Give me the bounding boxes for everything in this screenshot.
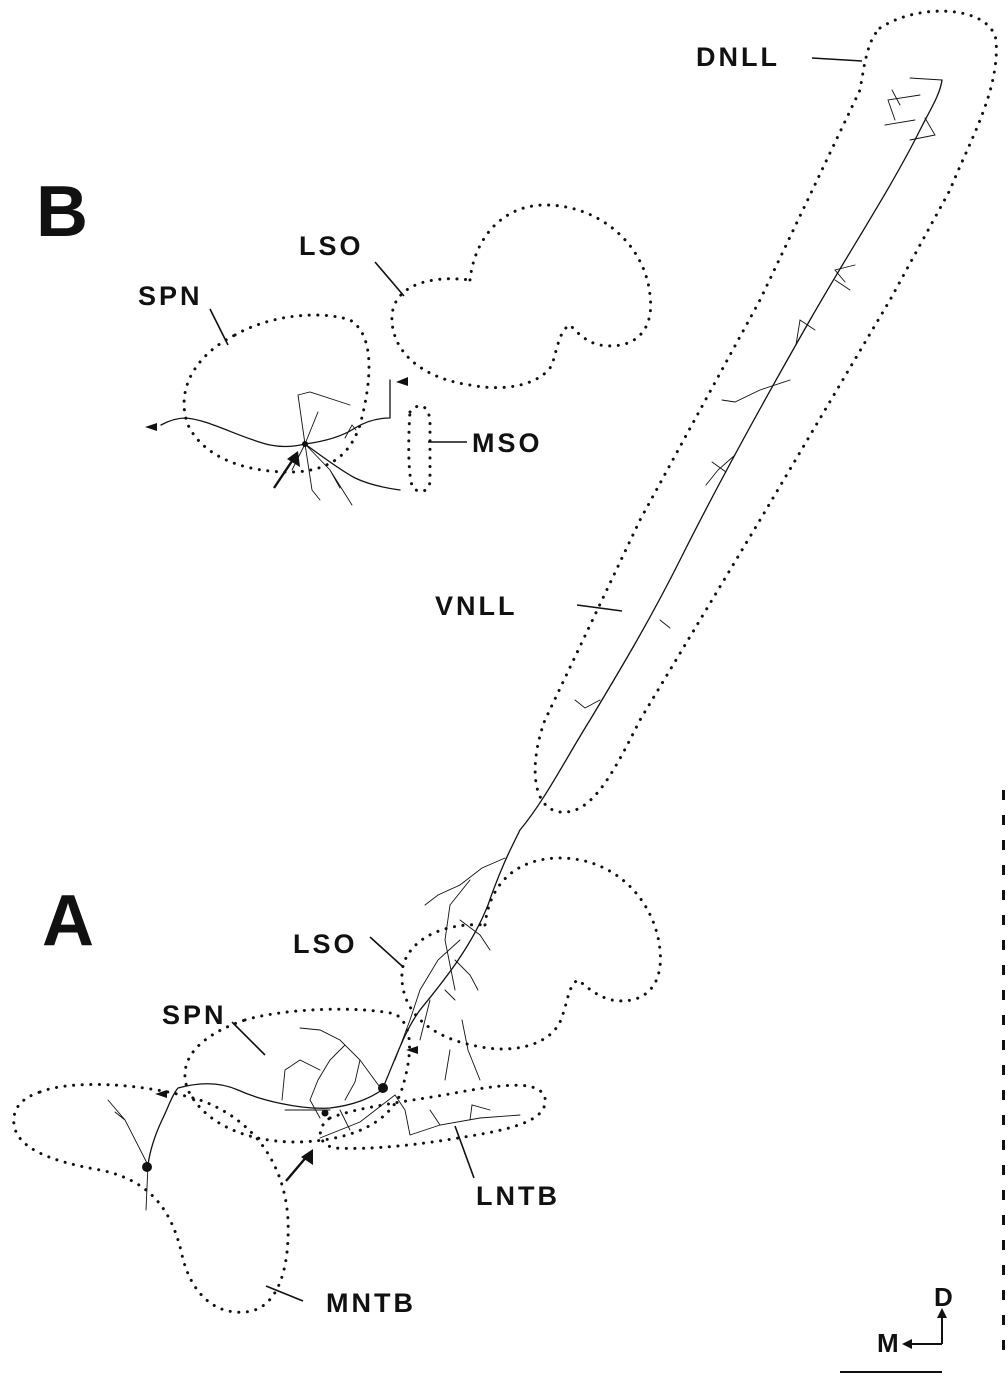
arrowhead-marker-a-left	[155, 1090, 167, 1098]
dnll-leader	[812, 58, 862, 61]
arrowhead-marker-b-left	[145, 423, 157, 431]
spn-a-leader	[232, 1022, 265, 1055]
lso-a-leader	[370, 937, 402, 966]
spn-b-leader	[210, 309, 228, 345]
label-mso: MSO	[472, 428, 543, 458]
cropped-caption-edge	[1002, 790, 1005, 1350]
panel-label-b: B	[36, 172, 88, 252]
neuron-b-tracing	[161, 380, 400, 505]
label-spn-a: SPN	[162, 1000, 227, 1030]
label-mntb: MNTB	[326, 1288, 416, 1318]
label-spn-b: SPN	[138, 281, 203, 311]
lso-b-leader	[375, 262, 404, 296]
label-lso-a: LSO	[293, 929, 358, 959]
arrowhead-marker-a-mid	[406, 1046, 418, 1054]
spn-b-outline	[184, 315, 369, 472]
arrowhead-marker-b-right	[396, 377, 408, 386]
lso-a-outline	[402, 858, 661, 1049]
panel-label-a: A	[42, 881, 94, 961]
pointer-arrow-a	[286, 1149, 313, 1181]
label-medial: M	[877, 1328, 899, 1358]
orientation-indicator: D M	[877, 1282, 953, 1358]
mntb-leader	[266, 1286, 303, 1301]
lso-b-outline	[392, 205, 651, 388]
label-lso-b: LSO	[299, 231, 364, 261]
lntb-outline	[320, 1085, 545, 1148]
label-lntb: LNTB	[476, 1181, 560, 1211]
label-vnll: VNLL	[435, 591, 518, 621]
pointer-arrow-b	[274, 451, 300, 488]
neuron-a-tracing	[108, 78, 942, 1210]
mso-outline	[409, 406, 430, 491]
mntb-outline	[14, 1084, 288, 1312]
lntb-leader	[455, 1126, 474, 1178]
dnll-vnll-outline	[535, 11, 996, 812]
label-dnll: DNLL	[696, 42, 780, 72]
label-dorsal: D	[934, 1282, 953, 1312]
